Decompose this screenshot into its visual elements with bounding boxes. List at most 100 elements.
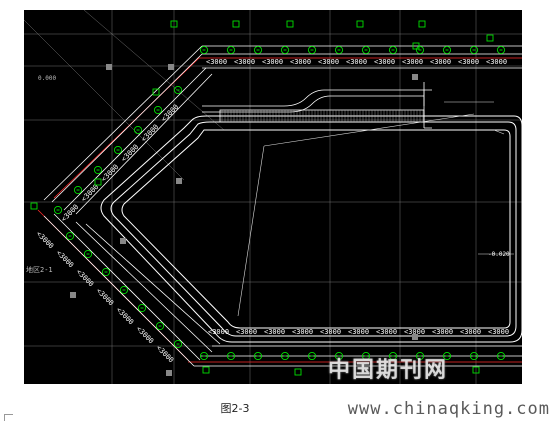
grid-marker [496,351,506,361]
grid-marker [226,45,236,55]
grid-marker [280,351,290,361]
grid-marker-box [94,178,102,186]
grid-marker-box [412,42,420,50]
dimension-label: <3000 [346,58,367,66]
green-markers [30,20,506,376]
dimension-label: <3000 [208,328,229,336]
dimension-label: <3000 [35,230,56,251]
grid-marker [199,45,209,55]
grid-marker [137,303,147,313]
elevation-label: -0.020 [488,251,510,258]
column [176,178,182,184]
dimension-label: <3000 [402,58,423,66]
grid-marker [469,351,479,361]
grid-marker-box [472,366,480,374]
dimension-label: <3000 [75,268,96,289]
site-url: www.chinaqking.com [347,399,550,419]
dimension-label: <3000 [376,328,397,336]
dimension-label: <3000 [234,58,255,66]
watermark: 中国期刊网 [328,357,449,383]
dimension-label: <3000 [404,328,425,336]
bottom-wall-lines [194,345,522,367]
column [106,64,112,70]
side-label: 地区2-1 [26,265,53,274]
grid-marker [173,85,183,95]
dimension-label: <3000 [318,58,339,66]
column [120,238,126,244]
grid-marker [469,45,479,55]
grid-marker-box [202,366,210,374]
dimension-label: <3000 [458,58,479,66]
dimension-label: <3000 [206,58,227,66]
red-axis-lines [37,57,522,363]
grid-marker-box [232,20,240,28]
figure-caption: 图2-3 [220,402,250,415]
grid-marker-box [30,202,38,210]
grid-marker [93,165,103,175]
grid-marker [307,45,317,55]
grid-marker [133,125,143,135]
grid-marker [199,351,209,361]
grid-marker [153,105,163,115]
dimension-label: <3000 [486,58,507,66]
grid-marker [442,351,452,361]
dimension-label: <3000 [488,328,509,336]
dimension-label: <3000 [236,328,257,336]
dimension-label: <3000 [430,58,451,66]
dimension-label: <3000 [55,249,76,270]
grid-marker [442,45,452,55]
ramp-hatch [221,110,424,122]
column [412,74,418,80]
level-label: 0.000 [38,75,56,82]
structural-columns [70,64,418,376]
ramp-structure [202,82,432,129]
dimension-label: <3000 [348,328,369,336]
grid-marker [226,351,236,361]
grid-marker [83,249,93,259]
grid-marker [173,339,183,349]
grid-marker-box [486,34,494,42]
grid-marker [334,45,344,55]
column [70,292,76,298]
grid-marker [361,351,371,361]
dimension-label: <3000 [320,328,341,336]
grid-marker [415,351,425,361]
grid-marker [253,351,263,361]
annotation-lines [237,101,514,317]
dimension-label: <3000 [432,328,453,336]
grid-marker [65,231,75,241]
dimension-label: <3000 [100,163,121,184]
dimension-label: <3000 [135,325,156,346]
grid-marker [73,185,83,195]
grid-marker-box [356,20,364,28]
grid-marker [113,145,123,155]
dimension-label: <3000 [262,58,283,66]
top-wall-lines [202,45,522,69]
dimension-label: <3000 [120,143,141,164]
grid-line [83,10,225,131]
corner-mark [4,414,13,421]
cad-plan: <3000<3000<3000<3000<3000<3000<3000<3000… [24,10,522,384]
grid-marker [101,267,111,277]
dimension-label: <3000 [80,183,101,204]
cad-labels: -0.020 地区2-1 0.000 [26,75,510,274]
dimension-label: <3000 [460,328,481,336]
grid-line [24,19,185,181]
grid-marker [388,351,398,361]
dimension-label: <3000 [264,328,285,336]
grid-marker [253,45,263,55]
grid-marker [155,321,165,331]
dimension-label: <3000 [374,58,395,66]
grid-marker-box [170,20,178,28]
column [166,370,172,376]
grid-marker-box [418,20,426,28]
dimension-label: <3000 [140,123,161,144]
dimension-labels: <3000<3000<3000<3000<3000<3000<3000<3000… [35,58,509,364]
grid-marker [119,285,129,295]
dimension-label: <3000 [155,344,176,365]
grid-marker [280,45,290,55]
grid-lines [24,10,522,384]
column [168,64,174,70]
grid-marker-box [294,368,302,376]
grid-marker [361,45,371,55]
